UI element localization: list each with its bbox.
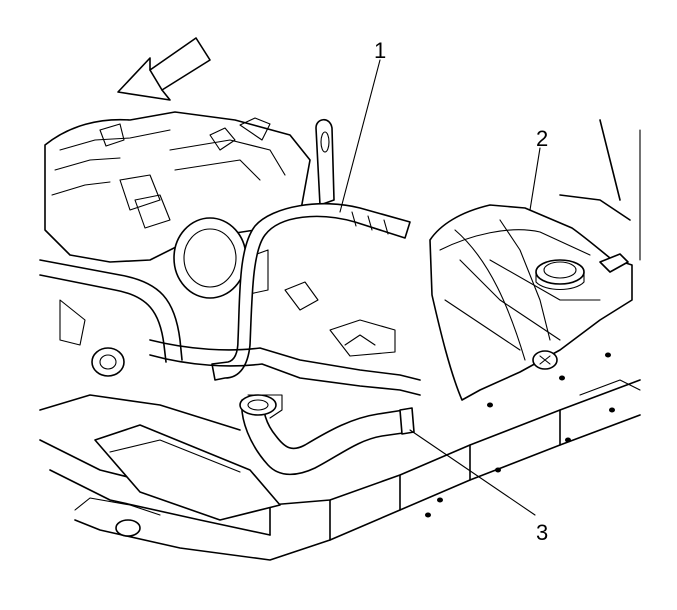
mounting-bracket (315, 118, 335, 206)
radiator-upper-hose (239, 394, 415, 476)
heater-hose (211, 202, 411, 381)
leader-lines (339, 59, 541, 516)
intake-manifold (44, 111, 311, 263)
right-fender-edge (559, 119, 641, 261)
left-side-pipes (39, 259, 183, 377)
callout-3: 3 (536, 520, 548, 545)
callout-1: 1 (374, 38, 386, 63)
callout-2: 2 (536, 126, 548, 151)
coolant-surge-tank (429, 204, 633, 401)
front-direction-arrow-icon (117, 37, 211, 101)
radiator-support (39, 379, 641, 561)
lower-coolant-hoses (149, 281, 421, 396)
fastener-dots (425, 352, 615, 518)
